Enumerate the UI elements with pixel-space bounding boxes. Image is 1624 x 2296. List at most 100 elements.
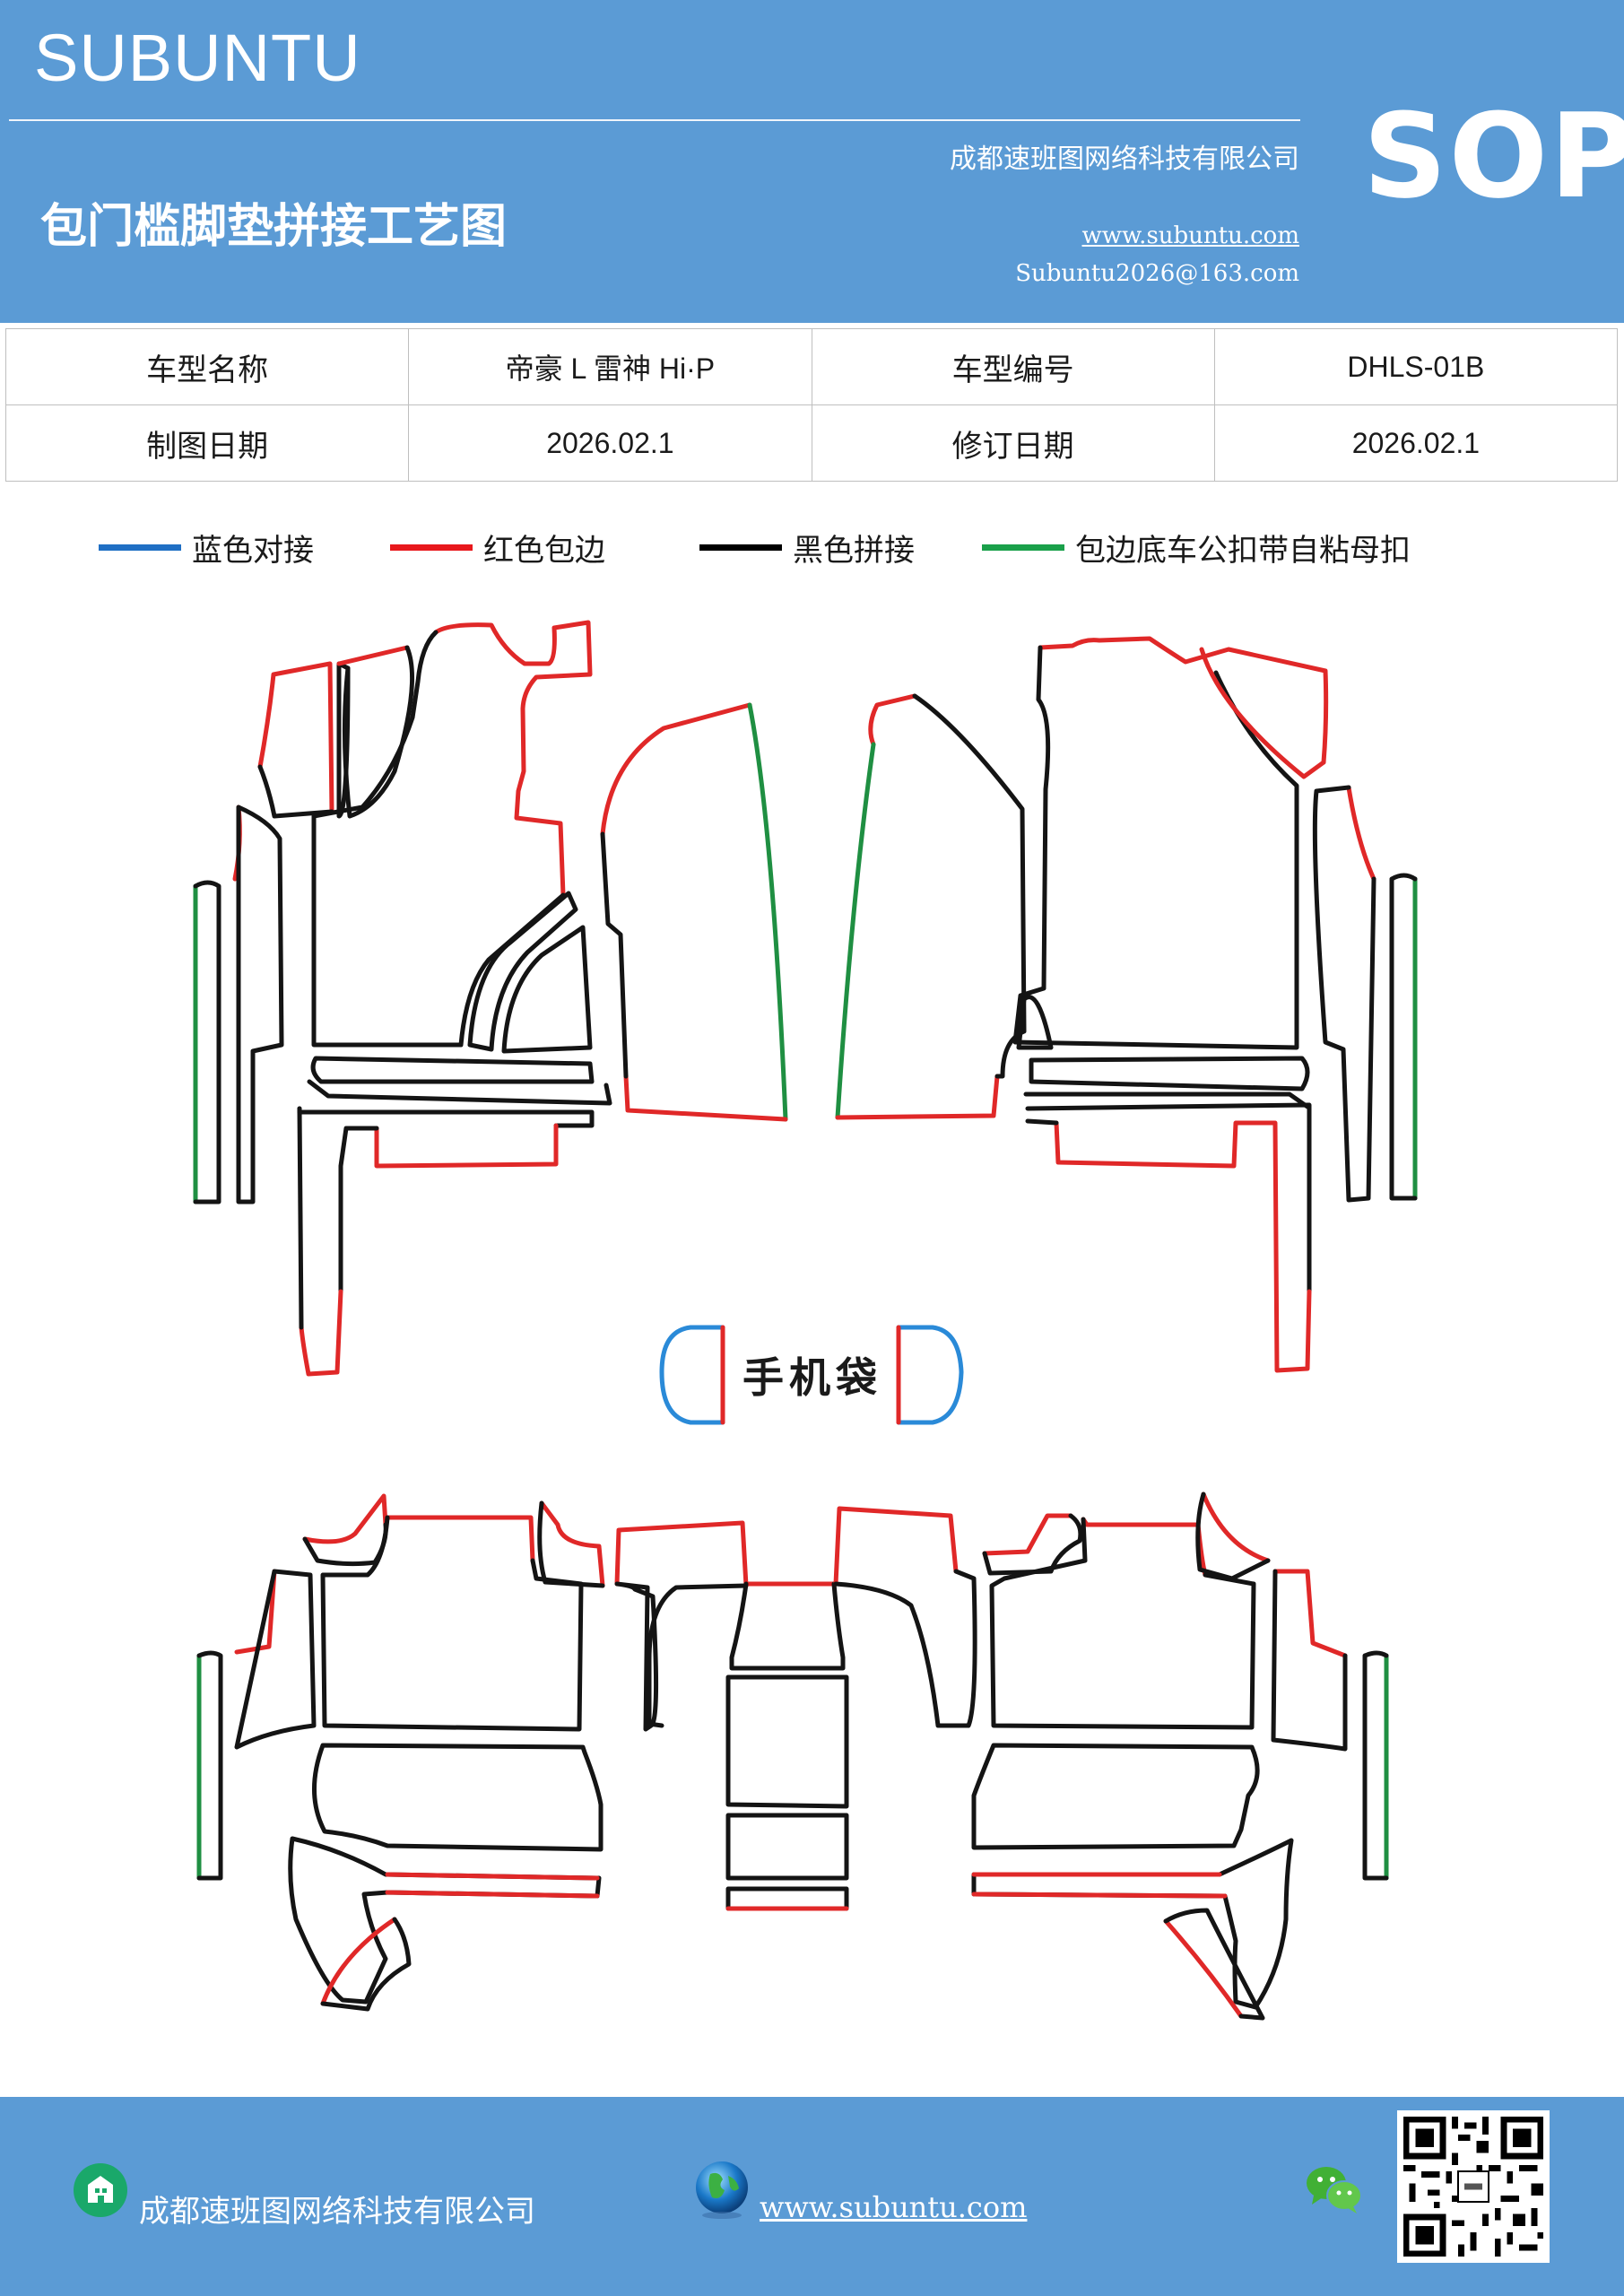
mat-piece <box>912 693 1027 1079</box>
mat-piece <box>725 1813 849 1881</box>
revise-date-label: 修订日期 <box>811 404 1215 482</box>
mat-piece <box>236 804 284 1205</box>
mat-piece <box>747 702 788 1122</box>
mat-piece <box>1025 1102 1312 1294</box>
mat-piece <box>1272 1569 1348 1658</box>
mat-piece <box>971 1743 1260 1850</box>
legend-label: 蓝色对接 <box>192 532 314 569</box>
mat-piece <box>311 1743 604 1852</box>
front-right-mat-group <box>835 636 1418 1373</box>
header-email[interactable]: Subuntu2026@163.com <box>1015 260 1299 287</box>
mat-piece <box>600 831 629 1079</box>
mat-piece <box>288 1836 602 2005</box>
mat-piece <box>1312 785 1376 1203</box>
globe-icon <box>696 2161 748 2219</box>
model-code-value: DHLS-01B <box>1213 328 1619 405</box>
mat-piece <box>833 1506 959 1587</box>
mat-piece <box>725 1674 849 1809</box>
mat-piece <box>302 1522 388 1567</box>
wechat-icon <box>1307 2167 1362 2213</box>
mat-piece <box>307 1079 612 1106</box>
mat-piece <box>1038 636 1329 765</box>
mat-piece <box>320 1917 412 2012</box>
legend-item-black: 黑色拼接 <box>699 529 915 569</box>
legend-label: 红色包边 <box>483 532 605 569</box>
mat-piece <box>982 1513 1073 1556</box>
header-divider <box>9 119 1300 121</box>
mat-piece <box>467 891 578 1052</box>
mat-piece <box>1025 1118 1059 1126</box>
page-title: 包门槛脚垫拼接工艺图 <box>40 200 508 254</box>
mat-piece <box>1016 995 1054 1050</box>
legend-swatch-red <box>390 544 473 551</box>
mat-piece <box>1163 1908 1265 2021</box>
mat-piece <box>320 1917 397 2006</box>
revise-date-value: 2026.02.1 <box>1213 404 1619 482</box>
footer-website-link[interactable]: www.subuntu.com <box>760 2190 1028 2224</box>
mat-piece <box>1362 1650 1389 1881</box>
mat-piece <box>537 1500 605 1588</box>
mat-piece <box>1201 1492 1271 1563</box>
mat-piece <box>234 1569 317 1750</box>
front-left-mat-group <box>193 620 788 1377</box>
footer-banner: 成都速班图网络科技有限公司 www.subuntu.com <box>0 2097 1624 2296</box>
mat-piece <box>647 1583 749 1728</box>
mat-piece <box>297 1106 304 1330</box>
mat-piece <box>1029 1056 1310 1091</box>
mat-piece <box>196 1650 223 1881</box>
mat-piece <box>1389 873 1418 1201</box>
mat-piece <box>989 1517 1256 1730</box>
header-company-name: 成都速班图网络科技有限公司 <box>950 144 1299 175</box>
sop-badge: SOP <box>1363 88 1624 224</box>
mat-piece <box>1081 1517 1208 1578</box>
qr-code <box>1397 2110 1550 2263</box>
mat-piece <box>729 1581 846 1671</box>
footer-company-name: 成都速班图网络科技有限公司 <box>139 2194 535 2230</box>
draw-date-label: 制图日期 <box>4 404 410 482</box>
mat-piece <box>971 1838 1294 2010</box>
legend-item-red: 红色包边 <box>390 529 605 569</box>
mat-piece <box>1023 1091 1310 1109</box>
mat-piece <box>868 693 917 747</box>
header-website-link[interactable]: www.subuntu.com <box>1081 222 1300 249</box>
mat-piece <box>310 1056 595 1084</box>
mat-piece <box>1054 1120 1312 1373</box>
building-icon <box>74 2163 127 2217</box>
mat-piece <box>1271 1569 1348 1752</box>
mat-piece <box>614 1520 749 1588</box>
mat-piece <box>385 1515 535 1563</box>
mat-piece <box>257 661 334 814</box>
legend-item-blue: 蓝色对接 <box>99 529 314 569</box>
mat-piece <box>1012 645 1299 1050</box>
mat-piece <box>433 620 593 898</box>
rear-right-mat-group <box>833 1492 1389 2021</box>
mat-piece <box>1195 1492 1271 1581</box>
info-table: 车型名称 帝豪 L 雷神 Hi·P 车型编号 DHLS-01B 制图日期 202… <box>4 328 1619 482</box>
brand-logo-text: SUBUNTU <box>34 21 361 95</box>
mat-piece <box>1199 647 1326 779</box>
model-name-label: 车型名称 <box>4 328 410 405</box>
legend-label: 包边底车公扣带自粘母扣 <box>1075 532 1411 569</box>
mat-piece <box>374 1123 559 1169</box>
mat-piece <box>193 880 221 1205</box>
mat-piece <box>600 702 752 837</box>
legend-swatch-green <box>982 544 1064 551</box>
legend-item-green: 包边底车公扣带自粘母扣 <box>982 529 1411 569</box>
mat-piece <box>501 925 593 1054</box>
mat-piece <box>539 1500 605 1588</box>
mat-piece <box>336 645 410 666</box>
mat-piece <box>338 1126 379 1294</box>
model-name-value: 帝豪 L 雷神 Hi·P <box>408 328 812 405</box>
mat-piece <box>833 1569 977 1728</box>
phone-pouch-group <box>659 1325 964 1425</box>
legend-swatch-blue <box>99 544 181 551</box>
mat-piece <box>257 764 334 819</box>
mat-splicing-diagram <box>193 620 1418 2021</box>
legend-label: 黑色拼接 <box>793 532 915 569</box>
model-code-label: 车型编号 <box>811 328 1215 405</box>
phone-pouch-label: 手机袋 <box>743 1353 882 1402</box>
mat-piece <box>385 1872 600 1899</box>
mat-piece <box>320 1515 584 1732</box>
mat-piece <box>311 630 566 1048</box>
header-banner: SUBUNTU 包门槛脚垫拼接工艺图 成都速班图网络科技有限公司 www.sub… <box>0 0 1624 323</box>
